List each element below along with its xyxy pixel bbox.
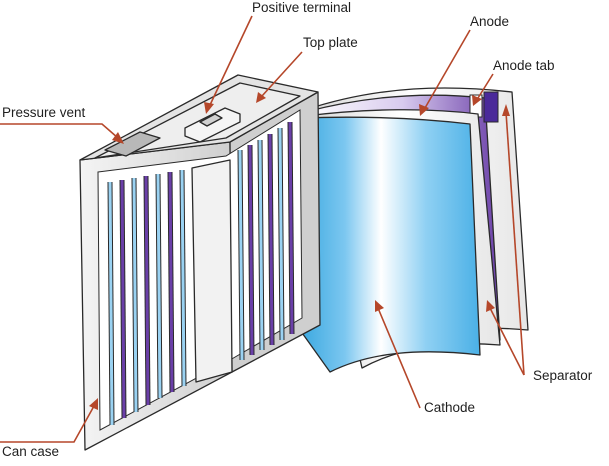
electrode-plates-right <box>237 121 295 361</box>
label-separator: Separator <box>533 368 593 383</box>
label-can-case: Can case <box>2 444 59 459</box>
anode-tab-shape <box>483 91 499 123</box>
label-pressure-vent: Pressure vent <box>2 105 86 120</box>
label-cathode: Cathode <box>424 400 475 415</box>
pressure-vent-shape <box>104 131 161 157</box>
leader-lines <box>0 15 525 443</box>
label-anode-tab: Anode tab <box>493 58 555 73</box>
label-top-plate: Top plate <box>303 35 358 50</box>
cathode-sheet <box>299 116 481 373</box>
label-positive-terminal: Positive terminal <box>252 0 351 15</box>
separator-wrap <box>191 159 233 383</box>
electrode-plates-left <box>107 169 187 426</box>
positive-terminal-cap <box>199 113 223 127</box>
label-anode: Anode <box>470 14 509 29</box>
positive-terminal-shape <box>184 107 241 143</box>
